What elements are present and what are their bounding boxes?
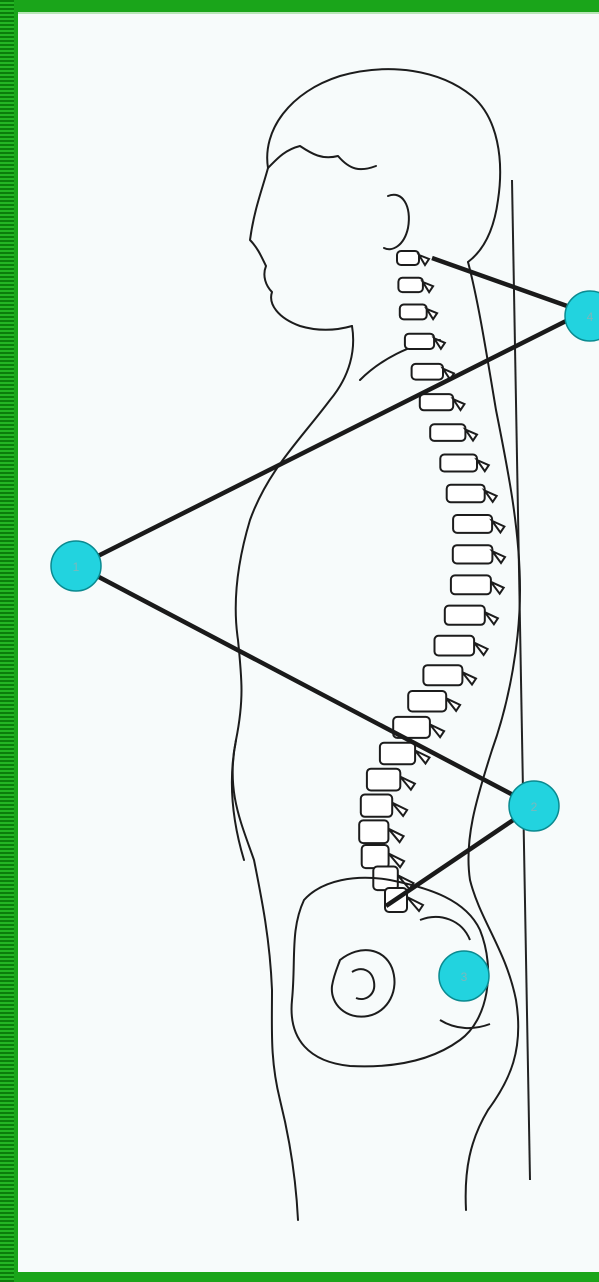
line-cervical: [432, 258, 584, 312]
vertebra: [451, 575, 491, 594]
spinous-process: [453, 399, 464, 410]
spinous-process: [434, 338, 445, 349]
vertebra: [397, 251, 419, 265]
marker-2-label: 2: [531, 800, 538, 814]
pointer-lines: [78, 258, 584, 906]
marker-2[interactable]: 2: [509, 781, 559, 831]
spinous-process: [491, 582, 504, 594]
marker-3-label: 3: [461, 970, 468, 984]
line-lumbar: [78, 566, 534, 806]
vertebra: [398, 278, 423, 292]
spinous-process: [407, 897, 423, 911]
marker-1[interactable]: 1: [51, 541, 101, 591]
vertebra: [420, 394, 453, 410]
vertebra: [453, 515, 492, 533]
vertebra: [447, 485, 485, 503]
marker-1-label: 1: [73, 560, 80, 574]
vertebra: [362, 845, 389, 868]
spinous-process: [492, 521, 504, 533]
marker-3[interactable]: 3: [439, 951, 489, 1001]
vertebra: [361, 795, 392, 817]
spinous-process: [465, 430, 477, 441]
spinous-process: [400, 777, 415, 790]
marker-4[interactable]: 4: [565, 291, 599, 341]
spinous-process: [419, 255, 429, 265]
spinous-process: [477, 460, 489, 471]
vertebra: [445, 606, 485, 625]
vertebra: [359, 820, 388, 843]
vertebra: [440, 455, 477, 472]
line-thoracic: [78, 312, 584, 566]
spinous-process: [430, 724, 444, 737]
vertebra: [405, 334, 434, 349]
vertebra: [400, 305, 427, 320]
marker-4-label: 4: [587, 310, 594, 324]
spinous-process: [388, 829, 403, 843]
vertebra: [435, 636, 475, 656]
spinous-process: [389, 854, 405, 868]
vertebra: [423, 665, 462, 685]
spinous-process: [485, 612, 498, 624]
vertebra: [367, 769, 400, 791]
spinous-process: [392, 803, 407, 816]
spinous-process: [462, 672, 476, 684]
spinous-process: [485, 491, 497, 502]
vertebra: [430, 424, 465, 441]
spine: [359, 251, 505, 912]
spinous-process: [446, 698, 460, 711]
wall-line: [512, 180, 530, 1180]
spinous-process: [423, 282, 433, 292]
vertebra: [380, 743, 415, 764]
spinous-process: [427, 309, 438, 319]
vertebra: [412, 364, 443, 380]
spinous-process: [492, 551, 505, 563]
vertebra: [453, 545, 493, 563]
vertebra: [408, 691, 446, 712]
spinous-process: [474, 643, 487, 655]
spinous-process: [415, 751, 429, 764]
line-sacral: [386, 806, 534, 906]
